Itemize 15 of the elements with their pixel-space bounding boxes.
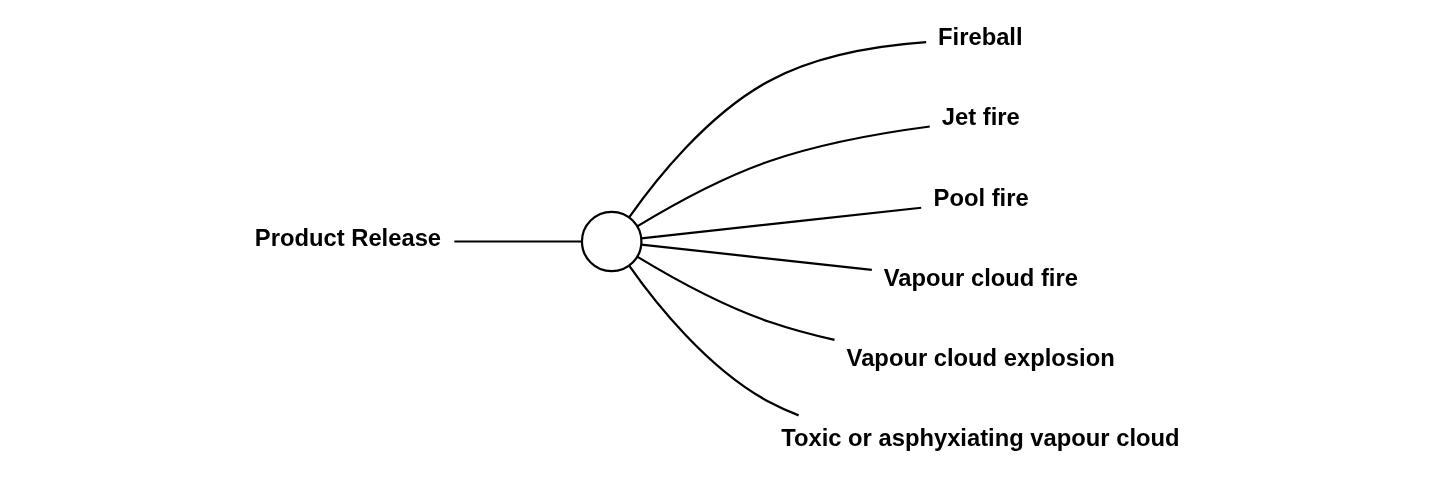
node-text: Product Release: [254, 223, 441, 251]
node-text: Pool fire: [933, 183, 1029, 211]
connector: [640, 243, 872, 271]
connector: [627, 41, 926, 219]
node-text: Jet fire: [941, 103, 1020, 131]
node-text: Vapour cloud fire: [883, 263, 1078, 291]
node-text: Vapour cloud explosion: [846, 344, 1115, 372]
connector: [627, 264, 799, 417]
node-text: Toxic or asphyxiating vapour cloud: [780, 424, 1180, 452]
connector: [636, 255, 835, 341]
node-circle: [580, 210, 643, 273]
connector: [636, 125, 930, 228]
connector: [640, 206, 921, 240]
connector: [453, 240, 582, 243]
node-text: Fireball: [937, 22, 1023, 50]
